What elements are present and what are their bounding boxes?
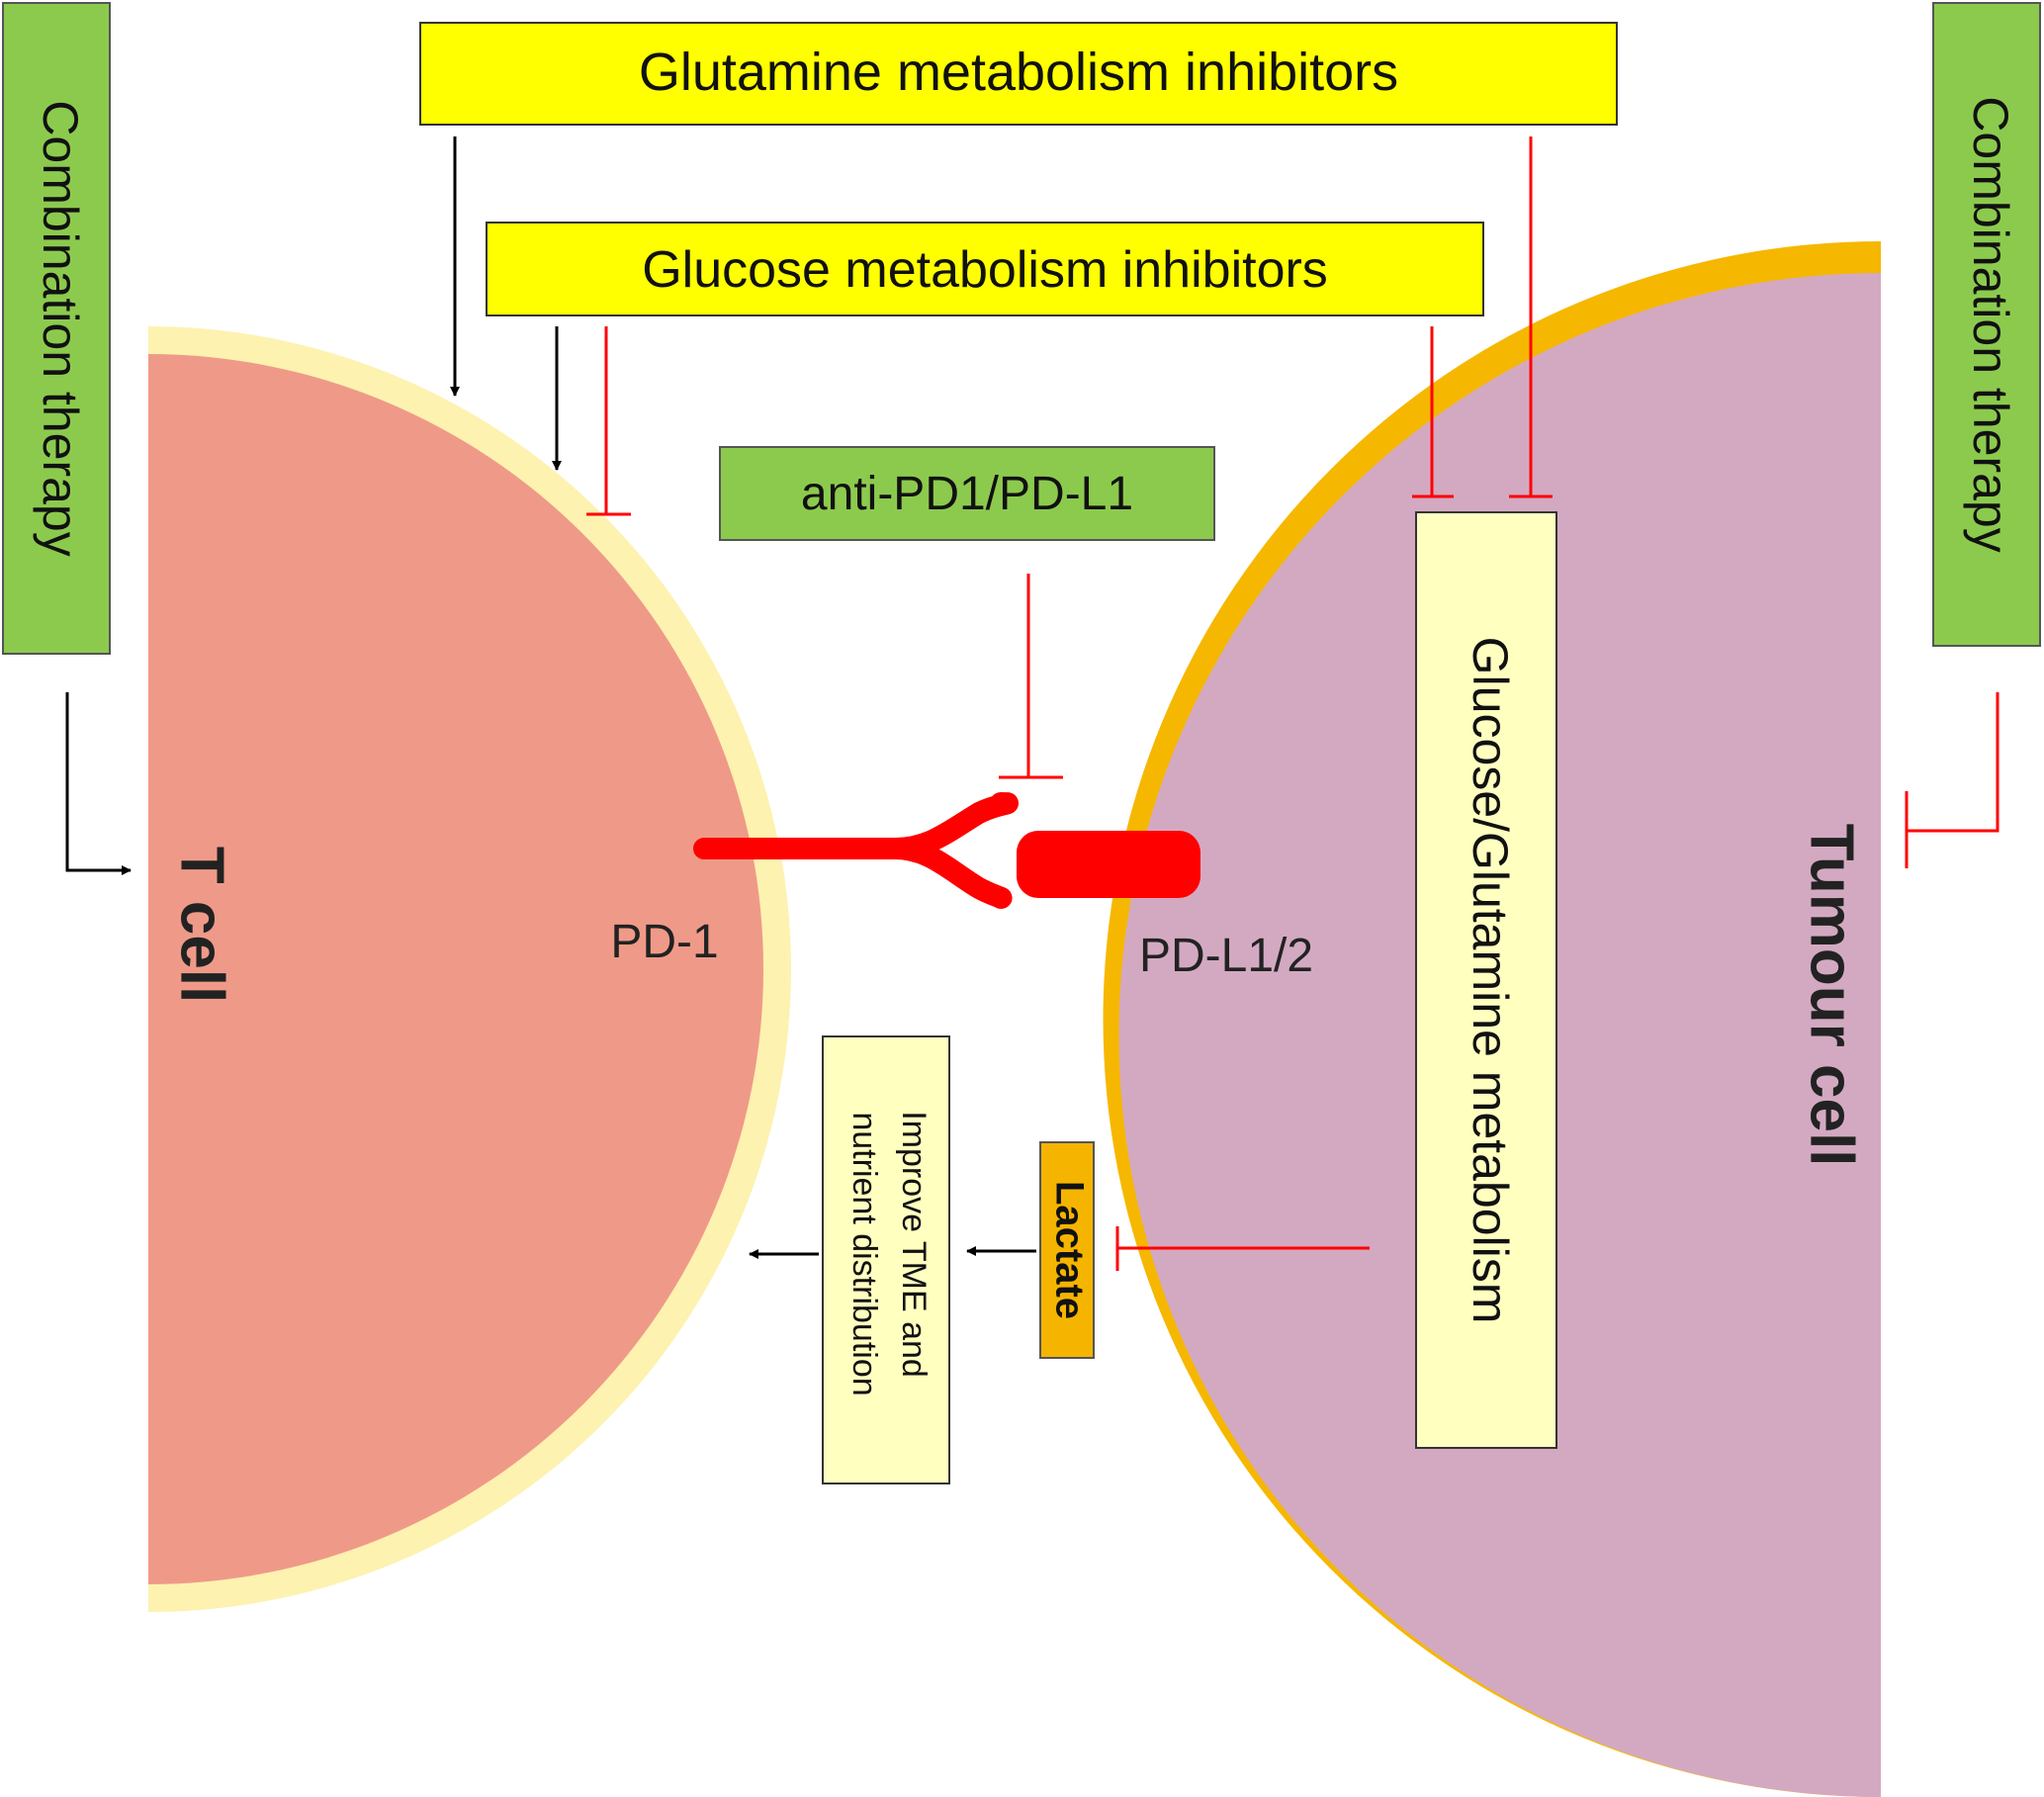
inhibit-combo-to-tumour <box>1907 692 2000 833</box>
t-cell-label: T cell <box>168 847 236 1004</box>
tumour-cell-label: Tumour cell <box>1798 824 1866 1167</box>
combination-therapy-right-label: Combination therapy <box>1963 96 2018 552</box>
improve-tme-line1: Improve TME and <box>895 1111 933 1378</box>
metabolism-label: Glucose/Glutamine metabolism <box>1463 637 1518 1324</box>
lactate-label: Lactate <box>1047 1181 1091 1319</box>
anti-pd1-label: anti-PD1/PD-L1 <box>801 468 1133 520</box>
combination-therapy-left-box: Combination therapy <box>2 2 111 655</box>
pd1-label: PD-1 <box>610 916 718 968</box>
arrow-combo-to-tcell <box>65 692 132 875</box>
tumour-cell <box>1103 241 2044 1797</box>
pdl1-receptor <box>1017 831 1200 898</box>
glutamine-inhibitors-box: Glutamine metabolism inhibitors <box>419 22 1618 126</box>
lactate-box: Lactate <box>1039 1141 1095 1359</box>
anti-pd1-box: anti-PD1/PD-L1 <box>719 446 1215 541</box>
combination-therapy-left-label: Combination therapy <box>33 100 88 556</box>
pd1-receptor <box>693 792 1019 909</box>
glucose-inhibitors-box: Glucose metabolism inhibitors <box>486 222 1484 316</box>
glutamine-inhibitors-label: Glutamine metabolism inhibitors <box>639 43 1398 102</box>
metabolism-box: Glucose/Glutamine metabolism <box>1415 511 1557 1449</box>
t-cell <box>148 326 791 1612</box>
t-cell-body <box>148 354 763 1584</box>
combination-therapy-right-box: Combination therapy <box>1932 2 2041 647</box>
inhibition-lines <box>586 136 2000 1271</box>
glucose-inhibitors-label: Glucose metabolism inhibitors <box>642 241 1328 299</box>
improve-tme-line2: nutrient distribution <box>845 1112 883 1395</box>
improve-tme-box: Improve TME and nutrient distribution <box>822 1035 950 1484</box>
pdl1-label: PD-L1/2 <box>1139 930 1313 982</box>
activation-arrows <box>65 136 1036 1259</box>
